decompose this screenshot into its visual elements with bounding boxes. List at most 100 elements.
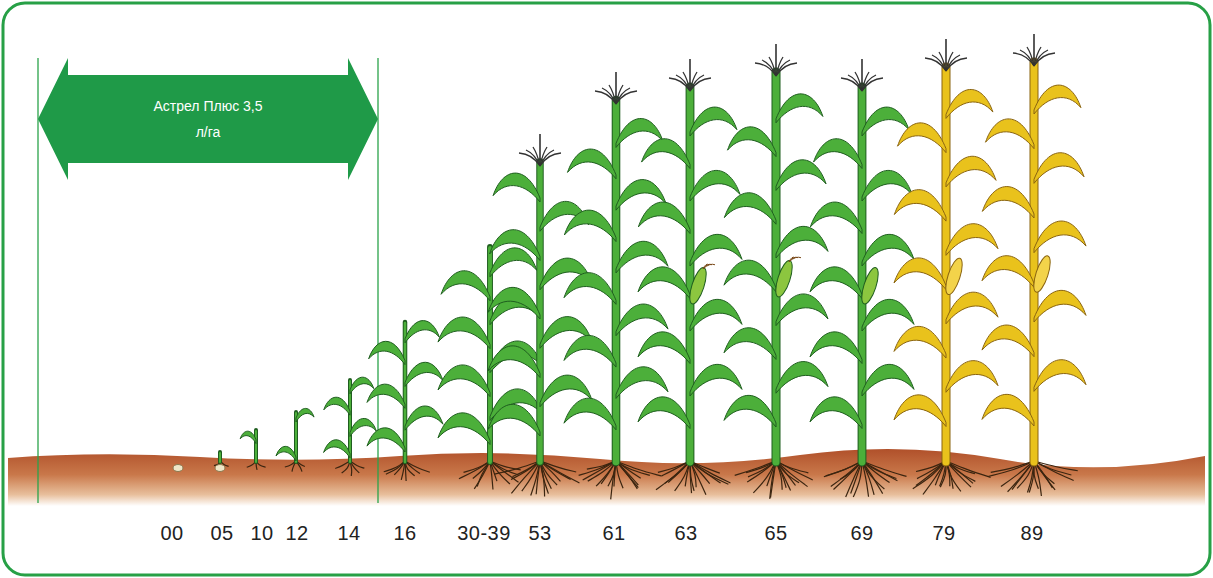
stem-outline <box>218 452 222 462</box>
product-rate-label: Астрел Плюс 3,5 л/га <box>153 93 263 145</box>
root <box>474 461 490 489</box>
root <box>1008 461 1034 492</box>
leaf <box>862 299 914 331</box>
leaf <box>724 193 776 224</box>
leaf <box>986 119 1034 149</box>
tassel-branch <box>1034 53 1055 66</box>
leaf <box>1034 360 1086 392</box>
corn-plant <box>438 247 542 490</box>
root <box>770 461 776 499</box>
arrow-shape <box>38 58 378 180</box>
root <box>824 461 862 477</box>
stem <box>404 323 407 462</box>
tassel-branch <box>609 85 616 104</box>
arrow-fill <box>38 58 378 180</box>
leaf <box>276 446 296 461</box>
leaf <box>724 328 776 360</box>
leaf <box>369 341 405 364</box>
root <box>511 461 540 493</box>
leaf <box>488 346 540 378</box>
leaf <box>862 234 914 266</box>
leaf <box>438 413 490 445</box>
root <box>846 461 862 497</box>
corn-plant <box>367 321 443 481</box>
stem <box>687 88 694 462</box>
tassel-branch <box>939 52 946 71</box>
root <box>776 461 808 487</box>
tassel-branch <box>862 78 883 91</box>
tassel-branch <box>690 78 711 91</box>
growth-stage-code: 89 <box>1020 522 1043 545</box>
growth-stage-code: 10 <box>250 522 273 545</box>
leaf <box>982 394 1034 426</box>
leaf <box>638 202 690 233</box>
leaf <box>810 202 862 233</box>
stem-outline <box>254 430 258 462</box>
leaf <box>946 224 998 256</box>
tassel-branch <box>616 91 637 104</box>
stem-outline <box>1030 62 1039 462</box>
leaf <box>724 395 776 427</box>
corn-ear <box>942 256 965 296</box>
leaf <box>324 397 350 415</box>
stem-outline <box>487 247 493 462</box>
leaf <box>982 187 1034 218</box>
root <box>583 461 616 480</box>
corn-silk <box>789 257 801 262</box>
root <box>862 461 907 476</box>
leaf <box>638 332 690 364</box>
leaf <box>728 127 776 157</box>
leaf <box>405 321 439 343</box>
growth-stage-code: 05 <box>210 522 233 545</box>
stem <box>773 73 780 462</box>
tassel-branch <box>769 57 776 76</box>
leaf <box>894 395 946 427</box>
corn-ear <box>858 266 881 306</box>
growth-stage-code: 16 <box>393 522 416 545</box>
stem <box>255 431 257 462</box>
growth-stage-code: 12 <box>285 522 308 545</box>
leaf <box>350 377 374 394</box>
growth-stage-code: 53 <box>528 522 551 545</box>
double-arrow: Астрел Плюс 3,5 л/га <box>38 58 378 180</box>
leaf <box>350 418 376 436</box>
leaf <box>438 317 490 349</box>
root <box>536 461 540 494</box>
root <box>386 461 405 474</box>
range-line <box>37 58 38 503</box>
root <box>913 461 946 489</box>
leaf <box>946 361 998 393</box>
root <box>616 461 661 476</box>
root <box>916 461 946 486</box>
leaf <box>894 258 946 290</box>
leaf <box>776 226 828 258</box>
growth-stage-code: 79 <box>932 522 955 545</box>
root <box>946 461 991 477</box>
leaf <box>405 362 443 386</box>
leaf <box>616 367 668 399</box>
root <box>923 461 946 495</box>
leaf <box>564 210 616 241</box>
leaf <box>638 397 690 429</box>
leaf <box>776 94 823 123</box>
leaf <box>1034 153 1084 184</box>
leaf <box>810 332 862 364</box>
root <box>405 461 430 472</box>
root <box>611 461 616 499</box>
root <box>690 461 730 483</box>
growth-stage-code: 30-39 <box>457 522 511 545</box>
tassel-branch <box>533 147 540 166</box>
growth-stage-code: 63 <box>674 522 697 545</box>
root <box>1012 461 1034 490</box>
growth-stage-code: 61 <box>602 522 625 545</box>
tassel-branch <box>540 153 561 166</box>
leaf <box>982 256 1034 288</box>
leaf <box>438 365 490 397</box>
corn-plant <box>276 408 314 471</box>
root <box>776 461 808 473</box>
root <box>531 461 540 496</box>
root <box>540 461 579 483</box>
corn-ear <box>772 259 795 299</box>
corn-silk <box>703 264 715 269</box>
root <box>579 461 616 475</box>
